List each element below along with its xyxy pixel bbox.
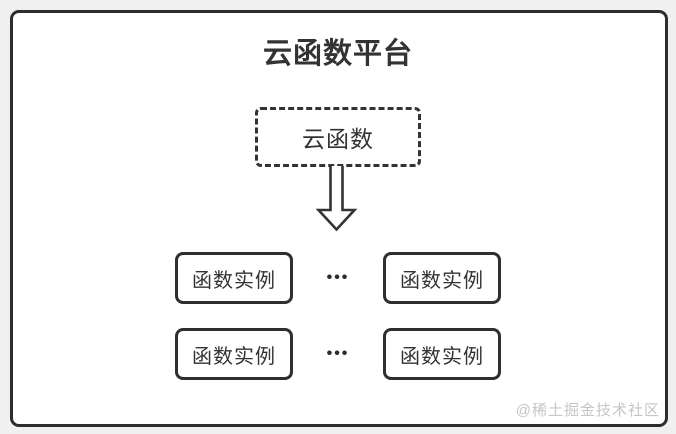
function-instance-label: 函数实例 — [400, 269, 484, 292]
ellipsis-label: ••• — [326, 269, 350, 286]
cloud-function-node: 云函数 — [255, 107, 421, 167]
function-instance-label: 函数实例 — [192, 345, 276, 368]
watermark: @稀土掘金技术社区 — [515, 402, 660, 419]
diagram-title: 云函数平台 — [262, 38, 413, 70]
function-instance-label: 函数实例 — [400, 345, 484, 368]
ellipsis-label: ••• — [326, 345, 350, 362]
function-instance-node: 函数实例 — [175, 328, 293, 380]
function-instance-label: 函数实例 — [192, 269, 276, 292]
ellipsis-dots: ••• — [308, 328, 368, 380]
cloud-function-label: 云函数 — [302, 126, 374, 152]
ellipsis-dots: ••• — [308, 252, 368, 304]
function-instance-node: 函数实例 — [383, 252, 501, 304]
function-instance-node: 函数实例 — [175, 252, 293, 304]
function-instance-node: 函数实例 — [383, 328, 501, 380]
down-arrow-icon — [316, 166, 357, 232]
